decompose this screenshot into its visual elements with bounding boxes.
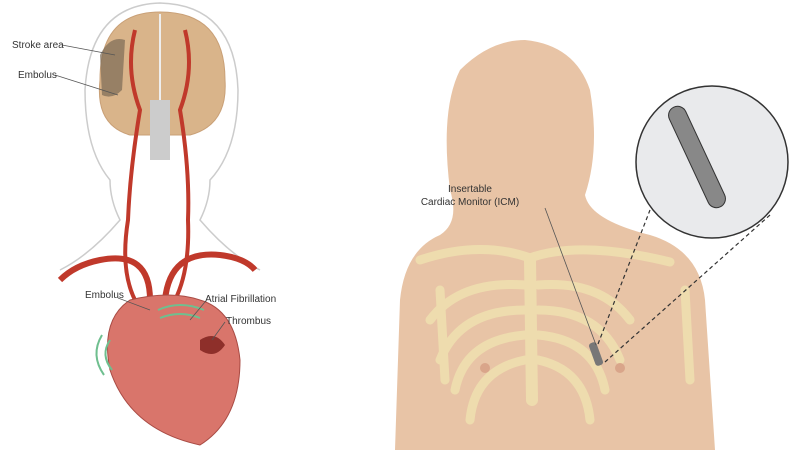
stroke-area	[100, 39, 125, 97]
label-atrial-fibrillation: Atrial Fibrillation	[205, 294, 276, 305]
label-stroke-area: Stroke area	[12, 40, 64, 51]
label-icm-line1: Insertable	[448, 184, 492, 195]
icm-device-implanted	[588, 342, 604, 366]
label-thrombus: Thrombus	[226, 316, 271, 327]
zoom-lines	[597, 209, 771, 363]
heart	[107, 294, 241, 446]
magnified-inset	[635, 85, 789, 239]
rib-cage	[415, 244, 695, 425]
nipple-right	[615, 363, 625, 373]
label-embolus-brain: Embolus	[18, 70, 57, 81]
arteries	[57, 29, 258, 301]
label-embolus-heart: Embolus	[85, 290, 124, 301]
head-outline	[59, 2, 261, 271]
nipple-left	[480, 363, 490, 373]
brainstem	[150, 100, 170, 160]
label-icm-line2: Cardiac Monitor (ICM)	[421, 197, 519, 208]
stroke-heart-diagram: Stroke area Embolus Embolus Atrial Fibri…	[12, 2, 276, 446]
thrombus	[200, 336, 225, 354]
icm-device-magnified	[668, 105, 726, 209]
fibrillation-waves	[95, 304, 205, 376]
icm-diagram: Insertable Cardiac Monitor (ICM)	[395, 40, 789, 450]
